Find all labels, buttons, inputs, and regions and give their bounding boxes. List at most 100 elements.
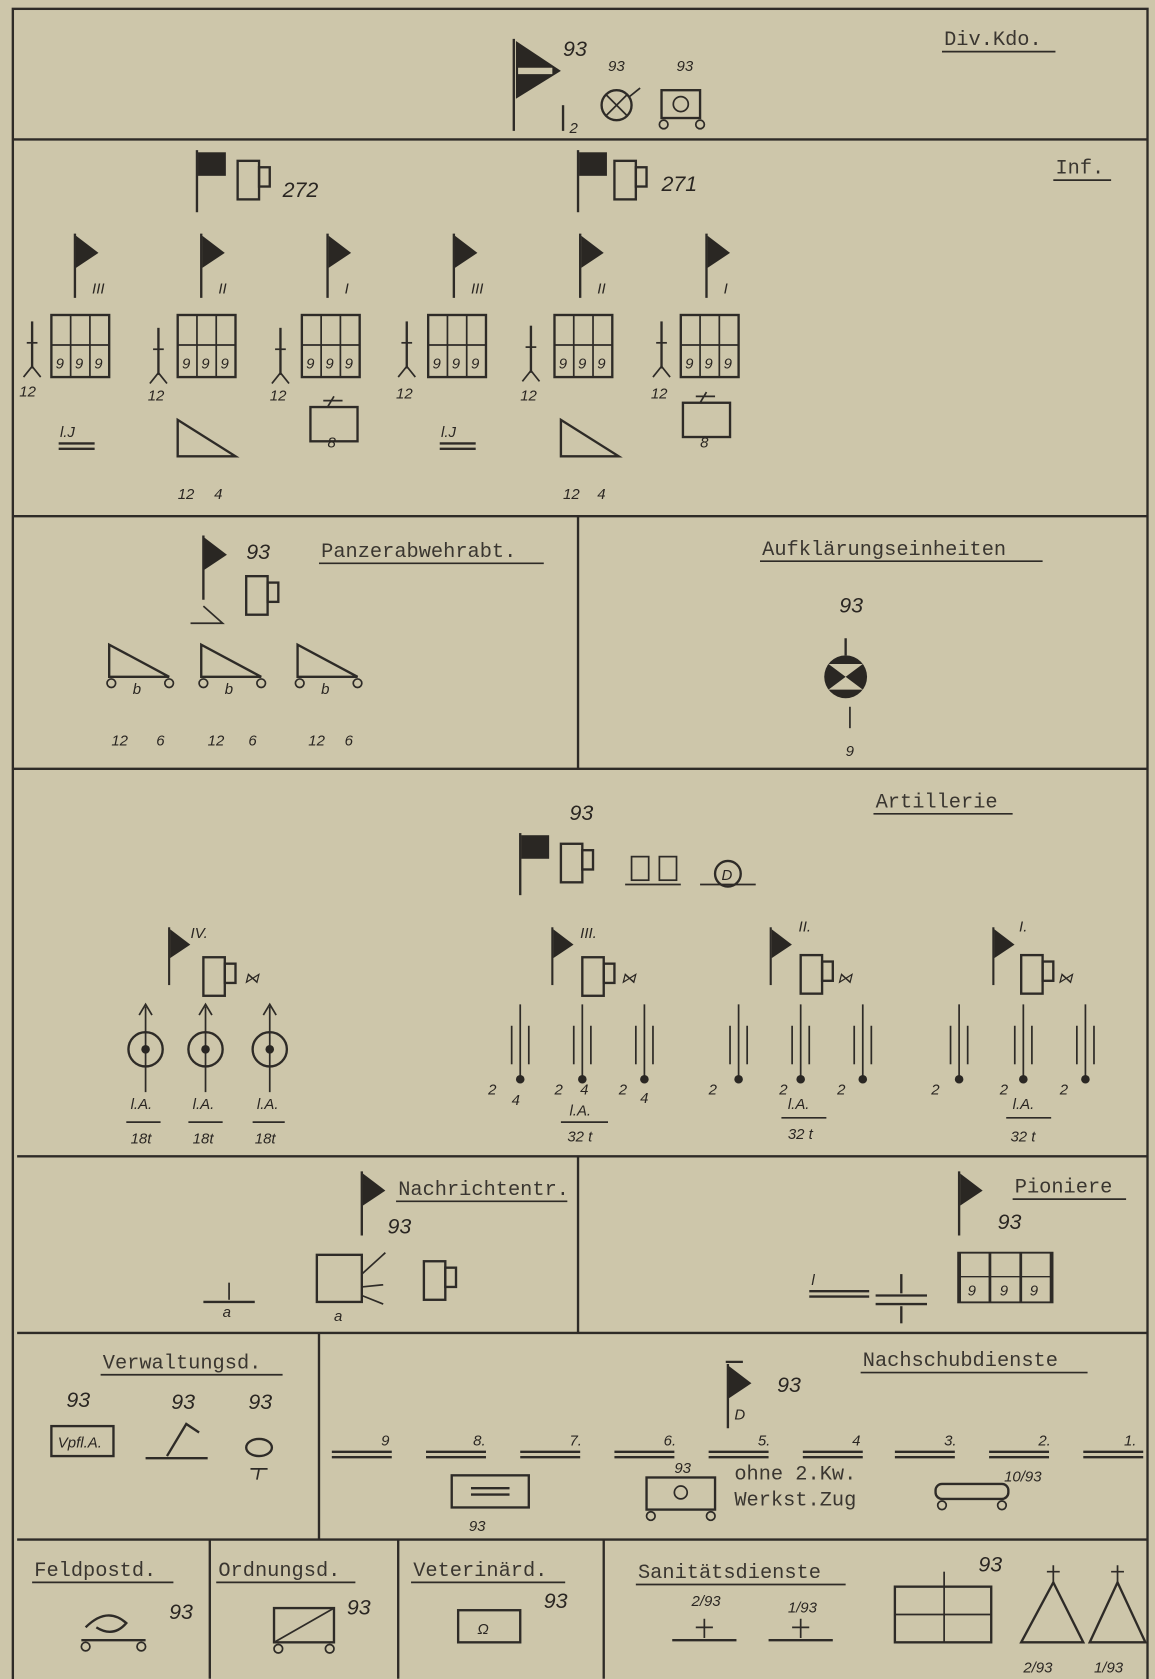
label: 93 xyxy=(777,1373,801,1397)
label: 6 xyxy=(248,732,257,749)
label: 9 xyxy=(182,356,191,373)
signal-icon xyxy=(600,89,633,122)
label: 18t xyxy=(193,1131,215,1148)
section-title: Ordnungsd. xyxy=(218,1560,340,1583)
num: 93 xyxy=(608,58,625,75)
section-title: Panzerabwehrabt. xyxy=(321,541,516,564)
sub-number: 2 xyxy=(568,120,578,137)
label: 6 xyxy=(156,732,165,749)
section-feldpost: Feldpostd. 93 xyxy=(32,1560,193,1652)
label: b xyxy=(133,681,141,698)
section-title: Nachrichtentr. xyxy=(398,1179,569,1202)
label: 2/93 xyxy=(1022,1659,1053,1676)
horseshoe-icon: Ω xyxy=(477,1621,488,1638)
label: b xyxy=(225,681,233,698)
label: 7. xyxy=(569,1432,581,1449)
section-veterinaer: Veterinärd. Ω 93 xyxy=(411,1560,568,1644)
label: 32 t xyxy=(1010,1128,1036,1145)
label: 18t xyxy=(255,1131,277,1148)
label: 9 xyxy=(221,356,230,373)
label: II. xyxy=(799,919,811,936)
label: 10/93 xyxy=(1004,1469,1042,1486)
label: 9 xyxy=(724,356,733,373)
label: 9 xyxy=(846,743,855,760)
battalion-number: I xyxy=(724,281,728,298)
label: 12 xyxy=(19,383,36,400)
battalion-number: III xyxy=(471,281,483,298)
label: 9 xyxy=(94,356,103,373)
label: 4 xyxy=(214,486,222,503)
section-nachrichten: Nachrichtentr. 93 a a xyxy=(203,1170,569,1325)
frame-lines xyxy=(11,7,1149,1679)
label: 1. xyxy=(1124,1432,1136,1449)
post-horn-icon xyxy=(84,1614,128,1633)
label: 32 t xyxy=(567,1128,593,1145)
label: 32 t xyxy=(788,1126,814,1143)
regiment-number: 272 xyxy=(282,178,319,202)
label: 8. xyxy=(473,1432,485,1449)
label: 93 xyxy=(66,1388,90,1412)
heavy-coy-number: 8 xyxy=(700,435,709,452)
label: a xyxy=(223,1304,231,1321)
label: Vpfl.A. xyxy=(58,1435,102,1452)
label: 9 xyxy=(471,356,480,373)
label: 1/93 xyxy=(1094,1659,1124,1676)
label: 9 xyxy=(56,356,65,373)
label: l.A. xyxy=(131,1096,153,1113)
observation-icon: ⋈ xyxy=(621,970,637,987)
label: 3. xyxy=(944,1432,956,1449)
observation-icon: ⋈ xyxy=(244,970,260,987)
battalion-number: II xyxy=(597,281,605,298)
mg-companies: 12 12 12 12 12 12 xyxy=(19,320,672,405)
label: 93 xyxy=(978,1553,1002,1577)
light-infantry-gun-label: l.J xyxy=(441,424,456,441)
label: 9 xyxy=(559,356,568,373)
label: 12 xyxy=(563,486,580,503)
label: 4 xyxy=(512,1092,520,1109)
label: 12 xyxy=(396,385,413,402)
label: 9 xyxy=(381,1432,390,1449)
label: 12 xyxy=(148,388,165,405)
heavy-coy-number: 8 xyxy=(328,435,337,452)
label: l.A. xyxy=(1013,1096,1035,1113)
section-title: Sanitätsdienste xyxy=(638,1562,821,1585)
label: 6. xyxy=(664,1432,676,1449)
label: D xyxy=(734,1407,745,1424)
section-nachschub: Nachschubdienste D 93 9 8. 7. 6. 5. 4 3.… xyxy=(330,1350,1145,1535)
label: 2 xyxy=(487,1081,497,1098)
section-title: Pioniere xyxy=(1015,1177,1113,1200)
label: 9 xyxy=(1030,1283,1039,1300)
label: 9 xyxy=(306,356,315,373)
light-infantry-gun-label: l.J xyxy=(60,424,75,441)
num: 93 xyxy=(677,58,694,75)
label: 9 xyxy=(201,356,210,373)
label: 9 xyxy=(1000,1283,1009,1300)
label: 93 xyxy=(469,1518,486,1535)
section-ordnung: Ordnungsd. 93 xyxy=(216,1560,371,1654)
label: 9 xyxy=(75,356,84,373)
label: 9 xyxy=(685,356,694,373)
label: 93 xyxy=(998,1210,1022,1234)
section-title: Veterinärd. xyxy=(413,1560,547,1583)
label: 2 xyxy=(836,1081,846,1098)
label: Werkst.Zug xyxy=(734,1489,856,1512)
label: 9 xyxy=(704,356,713,373)
label: 12 xyxy=(308,732,325,749)
label: 12 xyxy=(520,388,537,405)
label: 1/93 xyxy=(788,1599,818,1616)
section-aufklaerung: Aufklärungseinheiten 93 9 xyxy=(760,539,1043,760)
regiment-number: 271 xyxy=(661,172,698,196)
label: 93 xyxy=(347,1595,371,1619)
label: l.A. xyxy=(569,1103,591,1120)
label: ohne 2.Kw. xyxy=(734,1464,856,1487)
label: 4 xyxy=(852,1432,860,1449)
label: 2 xyxy=(553,1081,563,1098)
